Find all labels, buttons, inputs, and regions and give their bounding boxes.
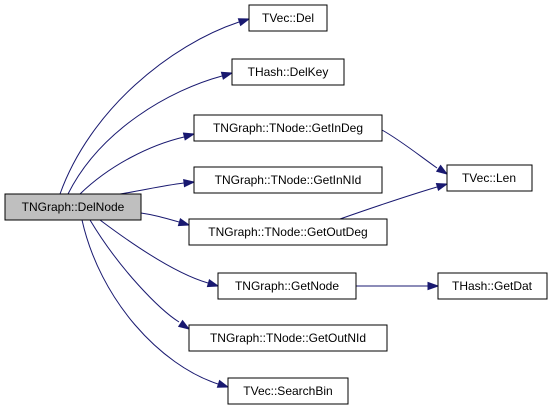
edges-layer (59, 18, 449, 388)
arrowhead-vec_len (435, 164, 449, 175)
node-getnode[interactable]: TNGraph::GetNode (217, 272, 357, 300)
arrowhead-getoutdeg (177, 218, 191, 227)
arrowhead-vec_del (237, 18, 251, 27)
edge-delnode-to-getoutnid (89, 219, 180, 323)
node-label: TVec::Del (262, 11, 314, 25)
edge-delnode-to-getinnid (119, 182, 185, 195)
node-label: TNGraph::DelNode (22, 200, 125, 214)
arrowhead-hash_getdat (427, 281, 440, 291)
arrowhead-searchbin (216, 379, 230, 388)
arrowhead-vec_len (435, 182, 449, 192)
edge-getindeg-to-vec_len (381, 129, 438, 169)
node-label: TVec::Len (462, 171, 516, 185)
edge-delnode-to-getoutdeg (140, 212, 180, 223)
node-vec-del[interactable]: TVec::Del (248, 4, 328, 32)
node-label: THash::GetDat (452, 279, 533, 293)
node-label: TNGraph::GetNode (235, 279, 339, 293)
node-label: TNGraph::TNode::GetInDeg (213, 121, 363, 135)
node-getoutnid[interactable]: TNGraph::TNode::GetOutNId (188, 324, 388, 352)
arrowhead-getindeg (182, 132, 196, 141)
node-hash-delkey[interactable]: THash::DelKey (231, 58, 345, 86)
node-label: TNGraph::TNode::GetInNId (215, 173, 362, 187)
arrowhead-hash_delkey (220, 71, 234, 80)
arrowhead-getoutnid (177, 319, 191, 330)
node-vec-len[interactable]: TVec::Len (446, 164, 533, 192)
node-label: THash::DelKey (248, 65, 329, 79)
edge-delnode-to-searchbin (81, 219, 219, 385)
edge-delnode-to-hash_delkey (67, 75, 223, 195)
node-searchbin[interactable]: TVec::SearchBin (227, 377, 349, 405)
edge-delnode-to-getindeg (79, 136, 185, 195)
node-label: TVec::SearchBin (243, 384, 332, 398)
node-delnode[interactable]: TNGraph::DelNode (4, 193, 142, 221)
edge-getoutdeg-to-vec_len (339, 186, 438, 220)
edge-delnode-to-vec_del (59, 21, 240, 195)
node-label: TNGraph::TNode::GetOutNId (210, 331, 366, 345)
node-getinnid[interactable]: TNGraph::TNode::GetInNId (193, 166, 383, 194)
node-getindeg[interactable]: TNGraph::TNode::GetInDeg (193, 114, 383, 142)
node-hash-getdat[interactable]: THash::GetDat (437, 272, 548, 300)
edge-delnode-to-getnode (99, 219, 209, 284)
arrowhead-getinnid (183, 179, 196, 188)
arrowhead-getnode (206, 279, 220, 288)
node-getoutdeg[interactable]: TNGraph::TNode::GetOutDeg (188, 218, 388, 246)
node-label: TNGraph::TNode::GetOutDeg (208, 225, 367, 239)
